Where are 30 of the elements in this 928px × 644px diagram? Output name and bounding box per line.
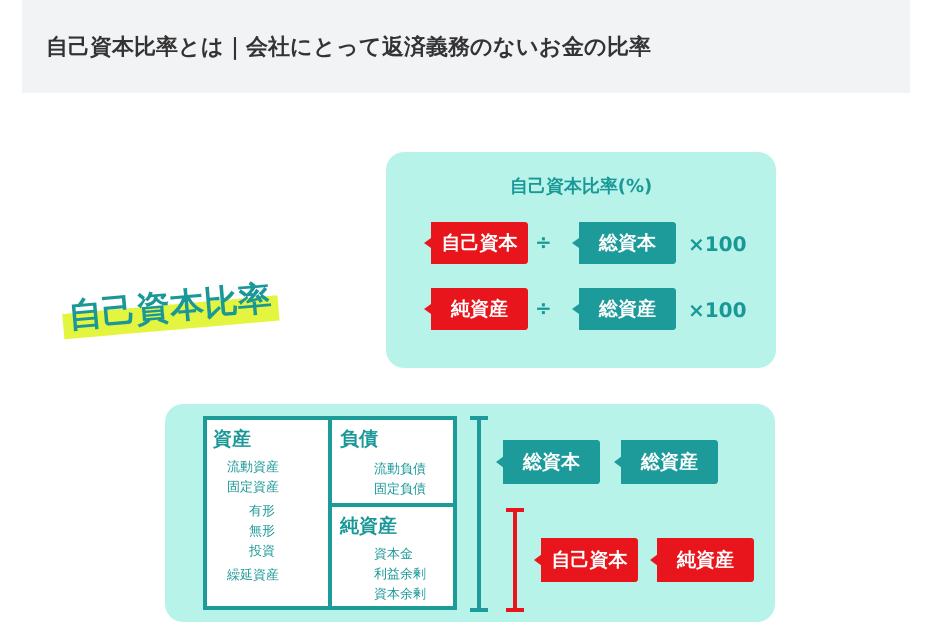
- account-item: 流動負債: [374, 461, 426, 478]
- cell-heading: 純資産: [340, 514, 397, 539]
- panel-background: [386, 152, 776, 368]
- panel-background: [165, 404, 775, 622]
- term-tag: 総資本: [496, 440, 600, 484]
- term-tag: 自己資本: [424, 222, 528, 264]
- account-item: 投資: [249, 543, 275, 560]
- formula-operator: ×100: [688, 232, 747, 256]
- term-tag: 総資産: [614, 440, 718, 484]
- page-title: 自己資本比率とは｜会社にとって返済義務のないお金の比率: [46, 34, 651, 62]
- term-tag: 純資産: [650, 538, 754, 582]
- cell-heading: 資産: [213, 427, 251, 452]
- account-item: 固定資産: [227, 479, 279, 496]
- term-tag: 総資産: [572, 288, 676, 330]
- account-item: 資本金: [374, 546, 413, 563]
- account-item: 有形: [249, 503, 275, 520]
- account-item: 流動資産: [227, 459, 279, 476]
- account-item: 固定負債: [374, 481, 426, 498]
- panel-heading: 自己資本比率(%): [508, 175, 654, 198]
- account-item: 繰延資産: [227, 567, 279, 584]
- account-item: 無形: [249, 523, 275, 540]
- formula-operator: ÷: [535, 296, 552, 320]
- cell-heading: 負債: [340, 427, 378, 452]
- term-tag: 純資産: [424, 288, 528, 330]
- term-tag: 自己資本: [534, 538, 638, 582]
- formula-operator: ÷: [535, 230, 552, 254]
- account-item: 資本余剰: [374, 586, 426, 603]
- formula-operator: ×100: [688, 298, 747, 322]
- term-tag: 総資本: [572, 222, 676, 264]
- account-item: 利益余剰: [374, 566, 426, 583]
